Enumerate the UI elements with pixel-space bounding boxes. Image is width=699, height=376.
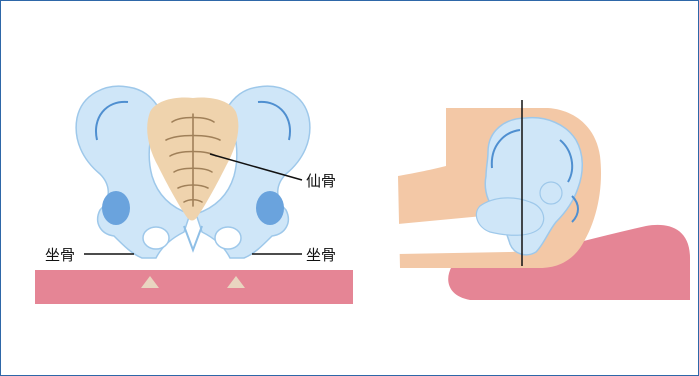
pelvis-side-view xyxy=(398,100,690,300)
femur-head xyxy=(540,182,562,204)
left-acetabulum xyxy=(102,191,130,225)
seat-cushion xyxy=(35,270,353,304)
sacrum-label: 仙骨 xyxy=(306,172,336,190)
right-ischium-label: 坐骨 xyxy=(306,246,336,264)
pubic-symphysis xyxy=(184,226,202,250)
left-obturator-foramen xyxy=(143,227,169,249)
right-acetabulum xyxy=(256,191,284,225)
right-obturator-foramen xyxy=(215,227,241,249)
femur xyxy=(476,198,543,235)
pelvis-front-view: 仙骨 坐骨 坐骨 xyxy=(35,86,353,304)
left-ischium-label: 坐骨 xyxy=(45,246,75,264)
